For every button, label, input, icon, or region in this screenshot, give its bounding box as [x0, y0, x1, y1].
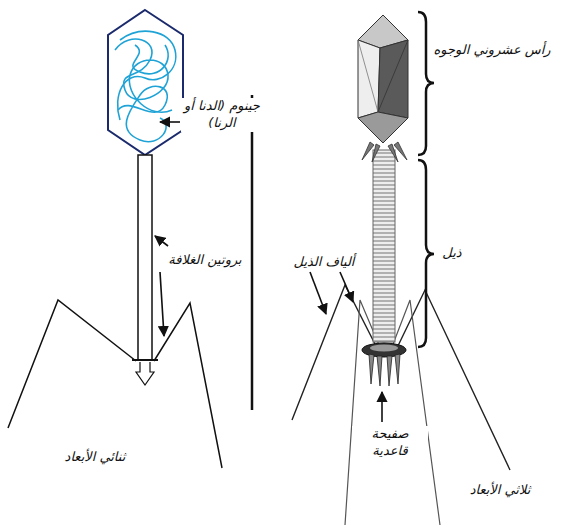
label-anchor: ثنائي الأبعاد: [30, 447, 160, 466]
tail-fiber: [390, 300, 440, 525]
head-face: [378, 40, 408, 118]
tail-brace: [418, 160, 434, 347]
part-label: ثلاثي الأبعاد: [468, 482, 533, 499]
part-label: جينوم (الدنا أو الرنا): [181, 98, 263, 132]
label-anchor: رأس عشروني الوجوه: [426, 40, 558, 59]
capsid-head: [108, 10, 183, 155]
genome-coil: [115, 31, 176, 141]
divider: [251, 95, 254, 410]
part-label: رأس عشروني الوجوه: [431, 42, 552, 59]
part-label: ذيل: [440, 245, 463, 262]
part-label: ثنائي الأبعاد: [63, 449, 128, 466]
phage-2d: [8, 10, 222, 468]
tail-sheath: [373, 150, 395, 342]
label-anchor: ثلاثي الأبعاد: [445, 480, 555, 499]
head-face: [358, 40, 380, 118]
head-brace: [418, 12, 434, 155]
head-face: [358, 112, 408, 143]
label-anchor: ذيل: [427, 243, 477, 262]
label-anchor: جينوم (الدنا أو الرنا): [181, 98, 263, 132]
base-plate-top: [370, 345, 398, 352]
label-anchor: صفيحة قاعدية: [352, 426, 428, 460]
tail-fiber: [8, 300, 136, 428]
phage-3d: [292, 12, 510, 525]
collar-spikes: [362, 142, 407, 162]
part-label: ألياف الذيل: [292, 254, 357, 271]
part-label: صفيحة قاعدية: [352, 426, 428, 460]
tail-tip: [136, 362, 154, 385]
part-label: بروتين الغلافة: [166, 252, 243, 269]
leader-lines: [155, 122, 382, 422]
label-anchor: ألياف الذيل: [279, 252, 369, 271]
base-spikes: [369, 354, 400, 386]
tail-tube: [138, 155, 152, 360]
label-anchor: بروتين الغلافة: [159, 250, 251, 269]
